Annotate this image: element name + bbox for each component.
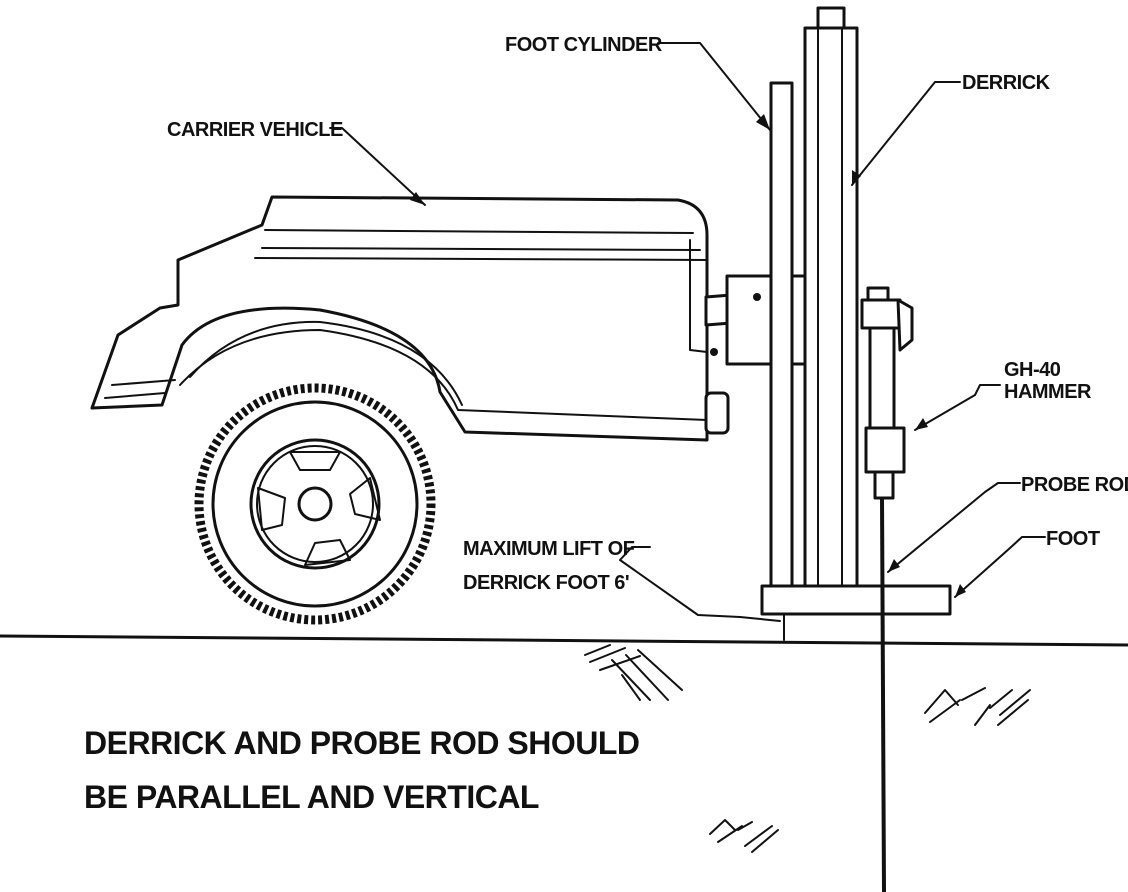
label-probe-rod: PROBE ROD: [1021, 474, 1128, 496]
label-foot: FOOT: [1046, 528, 1100, 550]
label-foot-cylinder: FOOT CYLINDER: [505, 34, 663, 56]
wheel: [194, 383, 436, 625]
leader-arrowheads: [410, 114, 966, 597]
foot-cylinder: [769, 81, 794, 590]
label-carrier-vehicle: CARRIER VEHICLE: [167, 119, 343, 141]
probe-rod: [880, 497, 886, 892]
ground-line: [0, 634, 1128, 647]
label-lift-line2: DERRICK FOOT 6': [463, 572, 629, 594]
carrier-vehicle-body: [90, 195, 730, 442]
label-hammer-line2: HAMMER: [1004, 381, 1092, 403]
gh40-hammer: [860, 286, 914, 500]
note-line1: DERRICK AND PROBE ROD SHOULD: [84, 725, 640, 761]
derrick-mast: [803, 6, 859, 590]
derrick-foot: [760, 584, 952, 616]
label-lift-line1: MAXIMUM LIFT OF: [463, 538, 635, 560]
soil-hatch-marks: [584, 644, 1031, 853]
note-line2: BE PARALLEL AND VERTICAL: [84, 779, 539, 815]
label-derrick: DERRICK: [962, 72, 1051, 94]
leader-lines: [329, 42, 1046, 622]
label-hammer-line1: GH-40: [1004, 359, 1061, 381]
